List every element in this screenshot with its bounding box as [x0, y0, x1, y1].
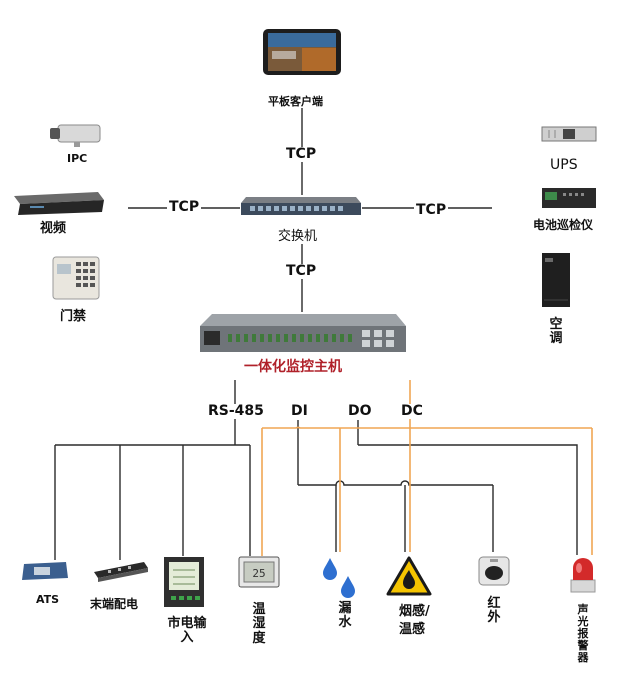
mains-input-label: 市电输入: [167, 616, 207, 646]
siren-icon: [568, 554, 598, 594]
end-power-label: 末端配电: [90, 597, 139, 611]
power-meter-icon: [163, 556, 205, 608]
thermo-hygrometer-icon: 25: [238, 556, 280, 588]
power-distribution-icon: [92, 560, 150, 582]
water-drop-icon: [320, 556, 360, 598]
smoke-sensor-label: 烟感/: [399, 604, 430, 619]
tcp-label-right: TCP: [414, 202, 449, 219]
di-bus: [298, 480, 493, 486]
dc-label: DC: [399, 403, 425, 420]
keypad-icon: [52, 256, 100, 300]
fire-warning-icon: [386, 556, 432, 596]
temp-humidity-label: 温湿度: [252, 602, 266, 646]
host-label: 一体化监控主机: [244, 359, 342, 375]
ups-label: UPS: [550, 157, 578, 173]
do-label: DO: [346, 403, 374, 420]
battery-monitor-icon: [541, 187, 597, 209]
tcp-label-left: TCP: [167, 199, 202, 216]
switch-label: 交换机: [278, 229, 318, 245]
aircon-label: 空调: [549, 317, 563, 347]
do-bus: [358, 444, 578, 555]
video-label: 视频: [40, 221, 67, 236]
temp-sensor-label: 温感: [399, 622, 426, 637]
ats-label: ATS: [36, 593, 60, 606]
tablet-icon: [262, 28, 342, 78]
infrared-sensor-icon: [478, 556, 510, 586]
ipc-label: IPC: [67, 152, 88, 165]
infrared-label: 红外: [487, 596, 501, 626]
sound-light-alarm-label: 声光报警器: [577, 603, 589, 665]
water-leak-label: 漏水: [338, 601, 352, 631]
access-control-label: 门禁: [60, 309, 87, 324]
tablet-client-label: 平板客户端: [268, 95, 323, 108]
battery-inspector-label: 电池巡检仪: [533, 218, 594, 232]
monitoring-host-icon: [198, 312, 408, 356]
svg-text:25: 25: [252, 567, 265, 580]
dc-bus: [262, 426, 592, 429]
tcp-label-middle: TCP: [284, 263, 319, 280]
dvr-icon: [10, 190, 106, 216]
ats-icon: [20, 558, 70, 584]
di-label: DI: [289, 403, 310, 420]
network-switch-icon: [240, 195, 362, 217]
rs485-label: RS-485: [206, 403, 266, 420]
tcp-label-top: TCP: [284, 146, 319, 163]
camera-icon: [48, 122, 104, 148]
aircon-icon: [541, 252, 571, 308]
ups-icon: [541, 126, 597, 142]
